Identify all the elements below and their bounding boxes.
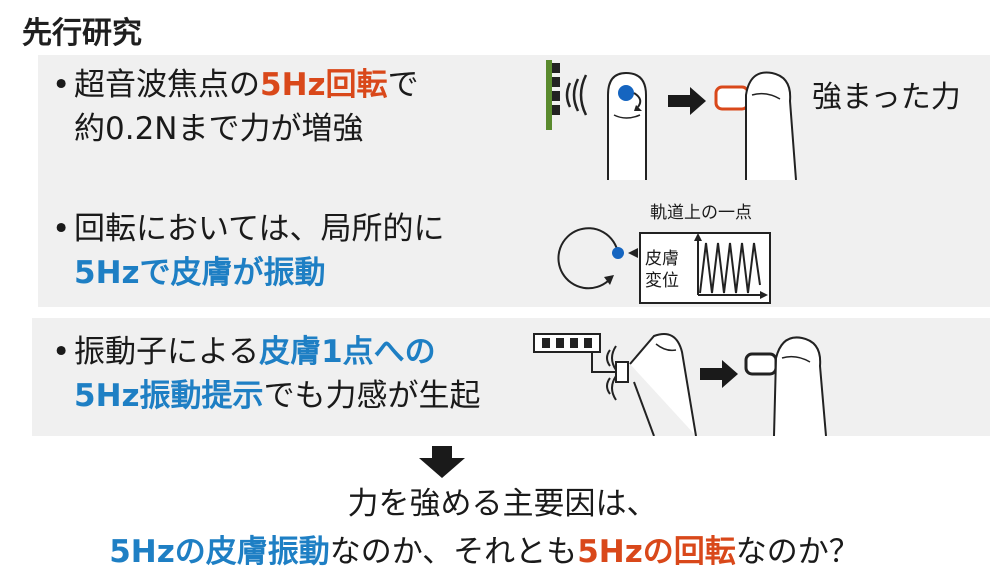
bullet1-line2: 約0.2Nまで力が増強 <box>74 111 364 147</box>
orbit-point-icon <box>612 247 624 259</box>
strengthened-force-label: 強まった力 <box>812 80 961 115</box>
right-arrow-icon <box>668 87 706 115</box>
bullet1-line1-post: で <box>387 67 419 103</box>
bullet3-line1-pre: 振動子による <box>74 334 260 370</box>
conclusion-highlight-rotation: 5Hzの回転 <box>577 534 736 570</box>
focal-point-icon <box>618 85 634 101</box>
bullet3-line2-post: でも力感が生起 <box>263 378 481 414</box>
finger-icon <box>607 71 647 180</box>
bullet3-highlight-vibration: 5Hz振動提示 <box>74 378 264 414</box>
conclusion-mid: なのか、それとも <box>329 534 578 570</box>
bullet3-highlight-skin-point: 皮膚1点への <box>259 334 436 370</box>
down-arrow-icon <box>419 446 465 478</box>
slide-title: 先行研究 <box>22 16 142 51</box>
conclusion-post: なのか？ <box>735 534 860 570</box>
bullet2-highlight-vibration: 5Hzで皮膚が振動 <box>74 255 326 291</box>
orbit-point-caption: 軌道上の一点 <box>650 203 752 223</box>
bullet-mark: • <box>52 334 71 370</box>
bullet-mark: • <box>52 211 71 247</box>
vibration-wave-icon <box>606 349 611 367</box>
force-box-icon <box>714 85 750 111</box>
displacement-axis-label: 変位 <box>645 271 679 291</box>
rotation-arrow-icon <box>633 92 642 108</box>
vibrator-finger-figure <box>533 333 827 436</box>
bullet1-highlight-rotation: 5Hz回転 <box>260 67 388 103</box>
conclusion-question-line2: 5Hzの皮膚振動なのか、それとも5Hzの回転なのか？ <box>0 526 987 571</box>
orbit-vibration-figure <box>557 227 771 304</box>
finger-icon <box>629 333 697 436</box>
conclusion-highlight-skin-vibration: 5Hzの皮膚振動 <box>109 534 330 570</box>
transducer-array-icon <box>546 60 552 130</box>
orbit-circle-icon <box>557 227 619 290</box>
bullet-vibrator: •振動子による皮膚1点への 5Hz振動提示でも力感が生起 <box>52 330 481 418</box>
ultrasound-finger-figure <box>546 60 797 180</box>
pointer-arrow-icon <box>628 248 638 258</box>
bullet-ultrasound-rotation: •超音波焦点の5Hz回転で 約0.2Nまで力が増強 <box>52 63 419 151</box>
force-box-icon <box>744 352 778 376</box>
vibrator-icon <box>533 333 601 353</box>
bullet2-line1: 回転においては、局所的に <box>74 211 445 247</box>
sound-wave-icon <box>565 82 572 108</box>
prior-research-panel-ultrasound: •超音波焦点の5Hz回転で 約0.2Nまで力が増強 •回転においては、局所的に … <box>38 55 990 307</box>
conclusion-question-line1: 力を強める主要因は、 <box>347 486 658 522</box>
skin-axis-label: 皮膚 <box>645 249 679 269</box>
bullet-local-vibration: •回転においては、局所的に 5Hzで皮膚が振動 <box>52 207 444 295</box>
pressing-finger-icon <box>773 336 827 436</box>
pressing-finger-icon <box>745 71 797 180</box>
bullet-mark: • <box>52 67 71 103</box>
bullet1-line1-pre: 超音波焦点の <box>74 67 260 103</box>
prior-research-panel-vibrator: •振動子による皮膚1点への 5Hz振動提示でも力感が生起 <box>32 318 990 436</box>
contact-tip-icon <box>615 361 629 383</box>
right-arrow-icon <box>700 360 738 388</box>
displacement-waveform <box>699 242 761 294</box>
